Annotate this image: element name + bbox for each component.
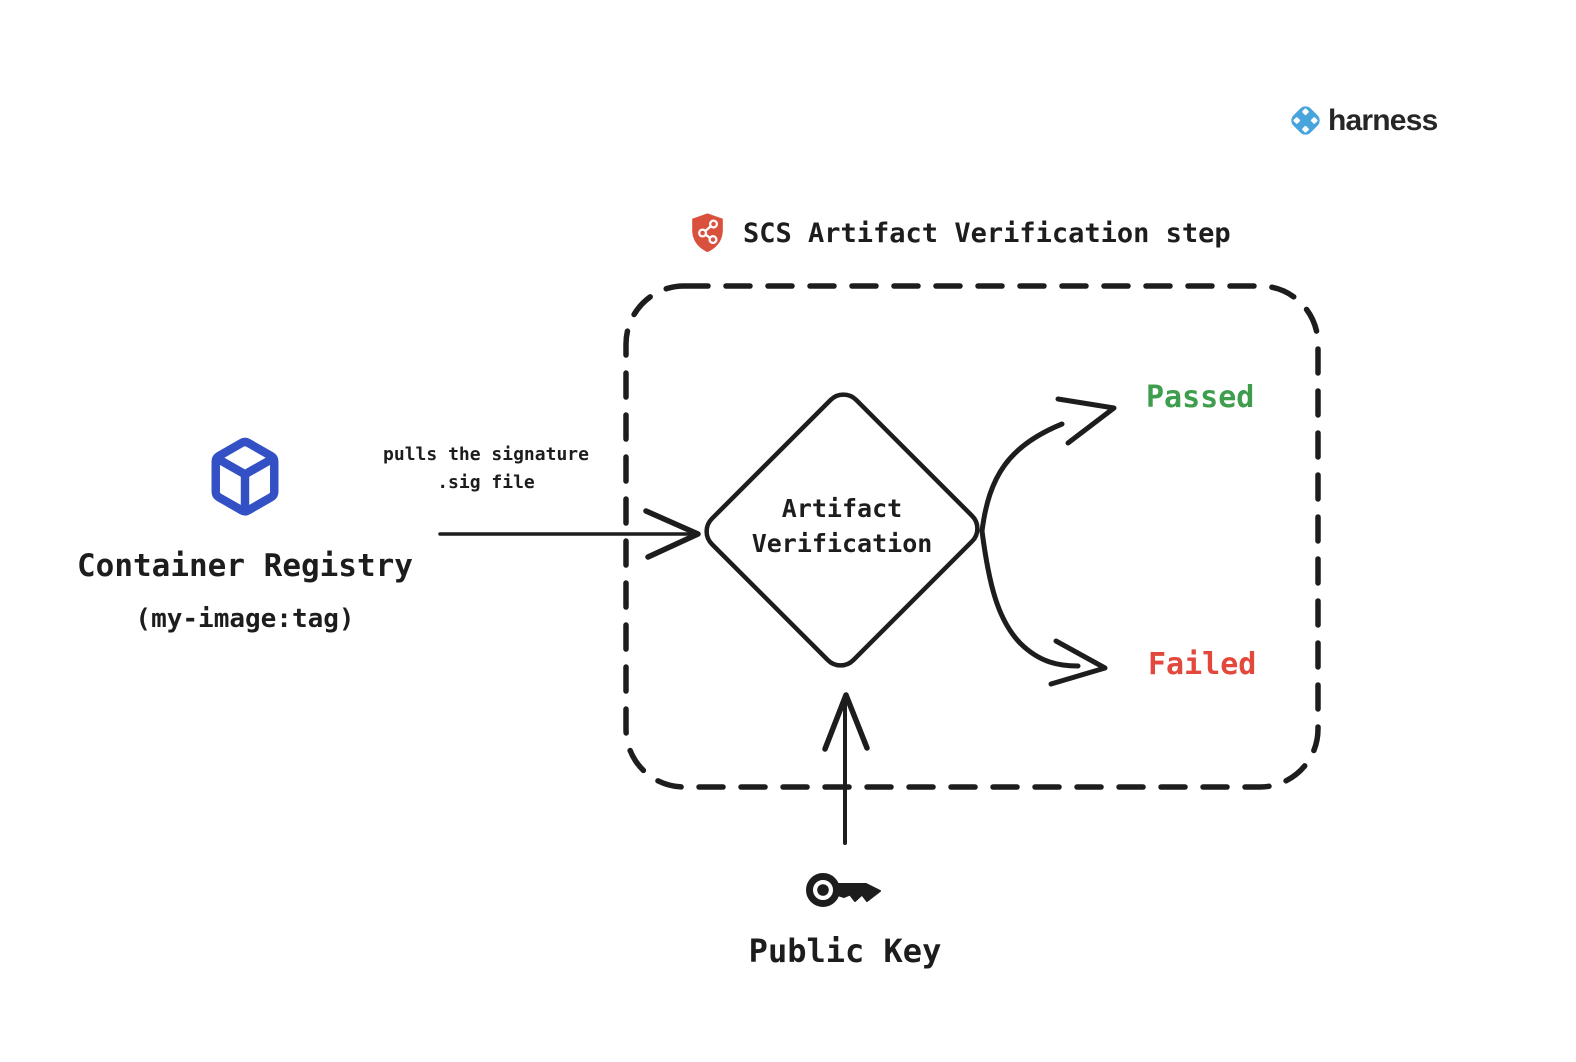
decision-label: Artifact Verification (742, 491, 942, 561)
key-icon (806, 873, 881, 907)
pull-edge-label-line1: pulls the signature (383, 444, 589, 465)
passed-arrow (979, 396, 1117, 534)
container-registry-subtitle: (my-image:tag) (135, 604, 355, 634)
container-registry-node: Container Registry (my-image:tag) (55, 430, 435, 634)
step-title: SCS Artifact Verification step (690, 210, 1231, 256)
decision-label-line1: Artifact (781, 494, 903, 523)
harness-wordmark: harness (1328, 103, 1438, 137)
decision-diamond-shape (704, 392, 980, 668)
container-registry-label: Container Registry (77, 548, 413, 584)
outcome-failed: Failed (1148, 647, 1257, 682)
cube-icon (211, 437, 279, 516)
step-boundary-box (623, 283, 1321, 790)
public-key-node: Public Key (725, 864, 965, 970)
public-key-label: Public Key (748, 932, 942, 970)
decision-label-line2: Verification (751, 529, 933, 558)
shield-graph-icon (692, 213, 723, 253)
harness-logo: harness (1287, 102, 1438, 139)
pull-edge-label: pulls the signature .sig file (346, 441, 626, 497)
failed-arrow (979, 528, 1108, 687)
step-title-label: SCS Artifact Verification step (743, 217, 1231, 249)
outcome-passed: Passed (1146, 380, 1255, 415)
pull-arrow (438, 508, 701, 560)
harness-logo-icon (1291, 106, 1320, 135)
public-key-arrow (822, 692, 870, 845)
pull-edge-label-line2: .sig file (437, 472, 535, 493)
